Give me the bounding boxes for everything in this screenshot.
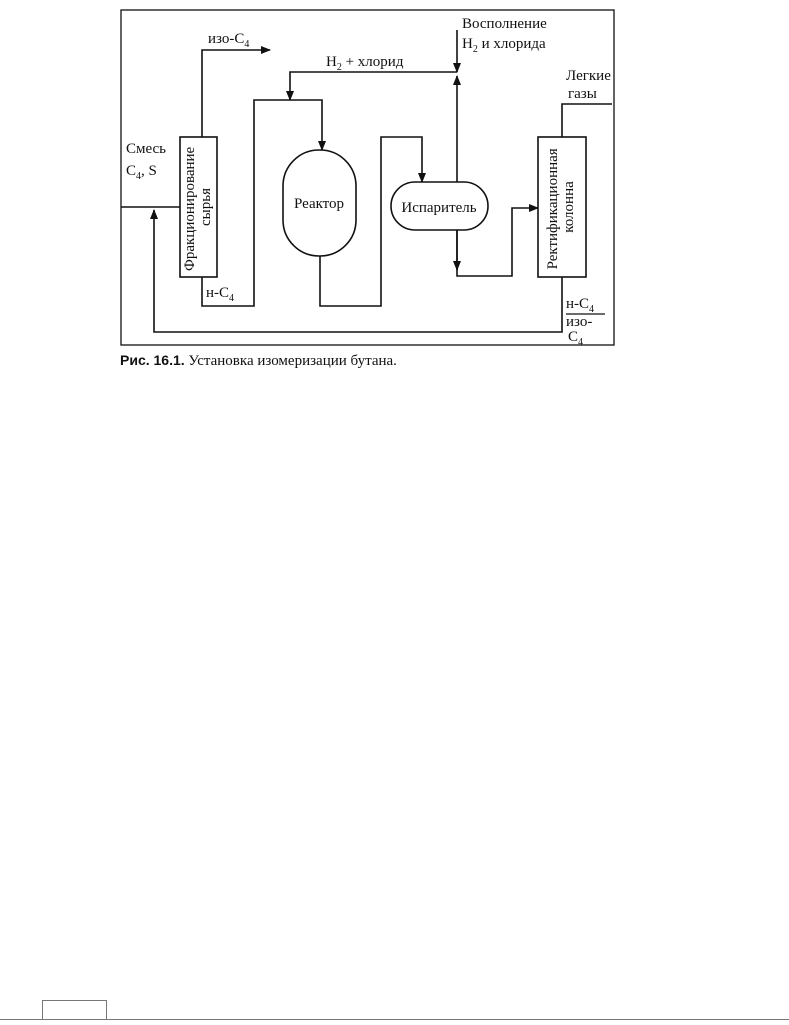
light-gases-label-2: газы <box>568 86 597 102</box>
iso-c4-output-line <box>201 46 271 137</box>
h2-chloride-label: H2 + хлорид <box>326 54 404 73</box>
caption-text: Установка изомеризации бутана. <box>184 353 397 369</box>
reactor-unit <box>282 149 357 257</box>
makeup-label-line1: Восполнение <box>462 16 547 32</box>
fractionation-label: Фракционирование сырья <box>182 143 214 271</box>
makeup-label-line2: H2 и хлорида <box>462 36 546 55</box>
fractionation-unit <box>179 136 218 278</box>
column-recycle-line <box>150 209 563 333</box>
h2-chloride-recycle-line <box>286 71 457 101</box>
figure-caption: Рис. 16.1. Установка изомеризации бутана… <box>120 352 397 370</box>
reactor-to-evaporator-line <box>319 136 426 307</box>
page-footer-tab <box>42 1000 107 1020</box>
n-c4-right-label: н-C4 <box>566 296 594 315</box>
light-gases-label-1: Легкие <box>566 68 611 84</box>
n-c4-left-label: н-C4 <box>206 285 234 304</box>
rectification-column <box>537 136 587 278</box>
light-gases-line <box>561 103 612 137</box>
evaporator-unit <box>390 181 489 231</box>
iso-c4-top-label: изо-C4 <box>208 31 249 50</box>
c4-right-label: C4 <box>568 329 583 348</box>
reactor-label: Реактор <box>294 196 344 212</box>
process-flow-diagram: Фракционирование сырья Реактор Испарител… <box>120 9 615 348</box>
caption-number: Рис. 16.1. <box>120 352 185 368</box>
iso-right-label: изо- <box>566 314 592 330</box>
n-c4-to-reactor-line <box>201 99 326 307</box>
feed-label-1: Смесь <box>126 141 166 157</box>
feed-label-2: C4, S <box>126 163 157 182</box>
evaporator-label: Испаритель <box>401 200 476 216</box>
diagram-frame <box>120 9 615 346</box>
page-footer-line <box>0 1019 789 1020</box>
rectification-label: Ректификационная колонна <box>545 145 577 270</box>
